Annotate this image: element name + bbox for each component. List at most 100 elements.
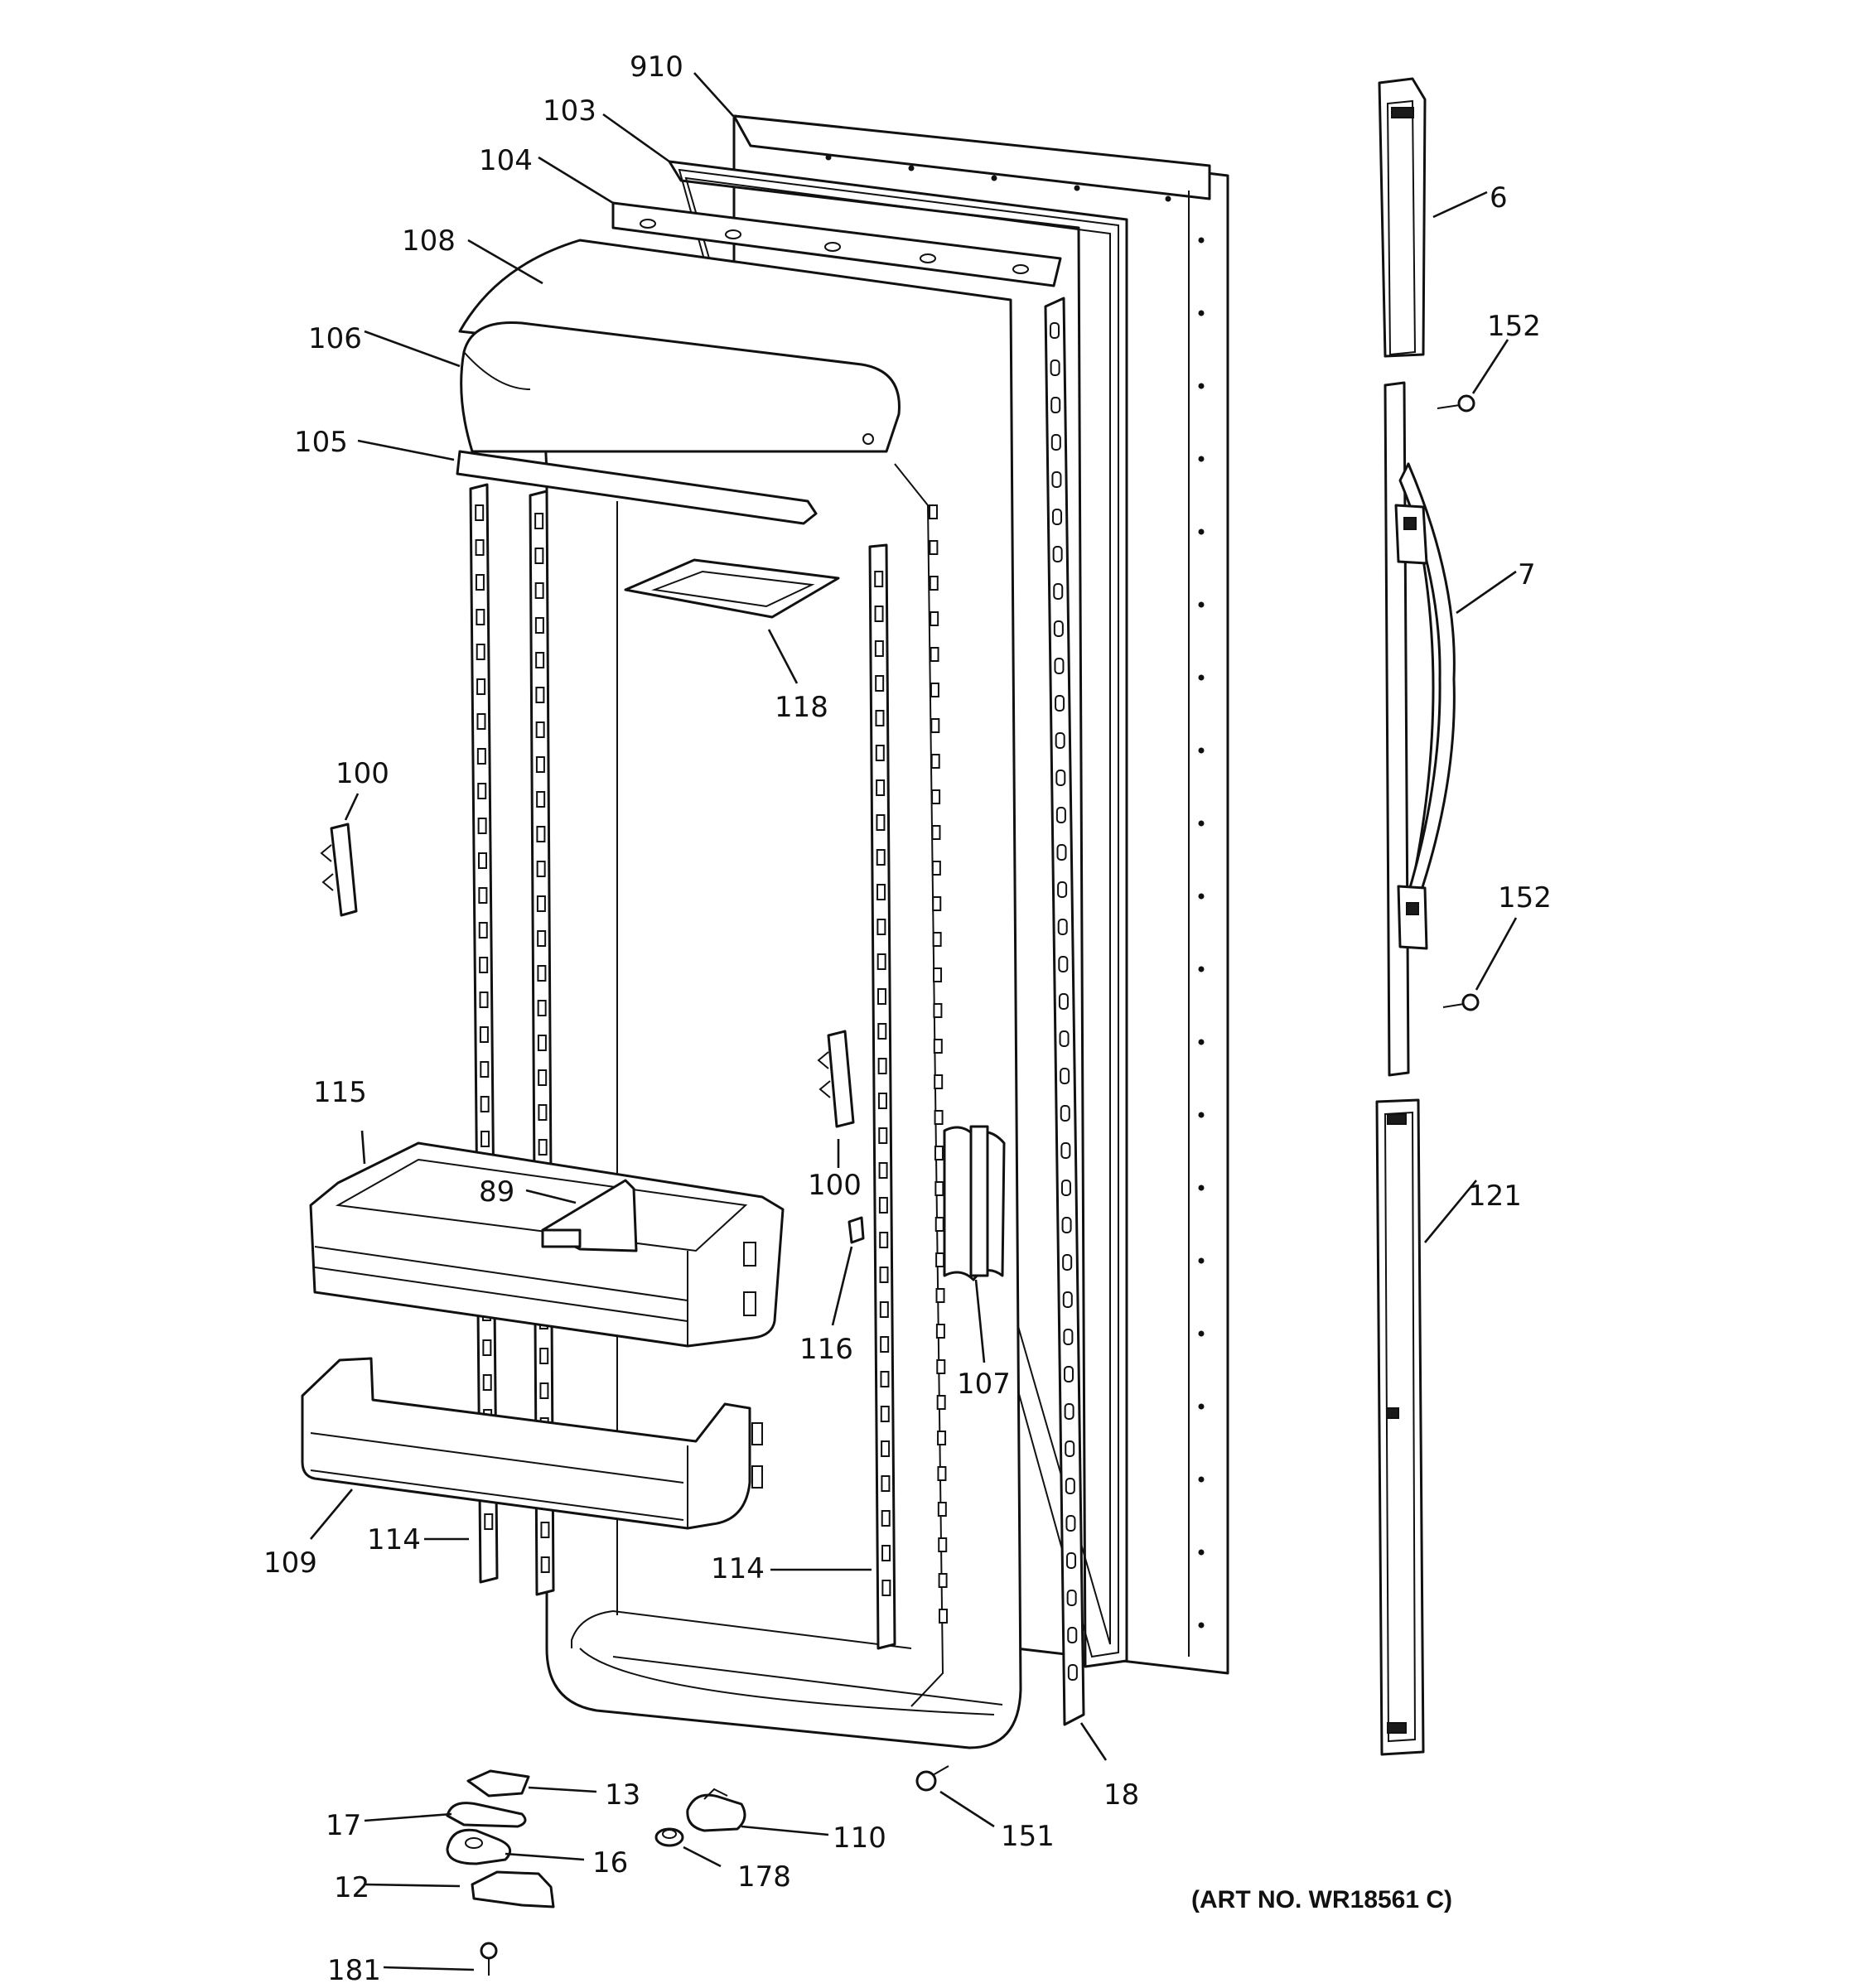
callout-181: 181 [327, 1954, 381, 1987]
rail-slot [538, 1069, 548, 1086]
door-screw [915, 1765, 949, 1792]
rail-slot [539, 1348, 549, 1364]
callout-110: 110 [833, 1822, 886, 1855]
rail-slot [475, 539, 485, 556]
rail-slot [536, 791, 546, 808]
liner-slot [932, 932, 942, 947]
rail-slot [881, 1545, 891, 1561]
panel-hole [1198, 820, 1205, 827]
callout-115: 115 [313, 1076, 367, 1109]
rail-slot [477, 783, 487, 799]
liner-slot [934, 1181, 944, 1196]
rail-slot [479, 1026, 489, 1043]
rail-slot [874, 571, 884, 587]
handle-end-cap-bottom [1375, 1098, 1425, 1756]
rail-slot [540, 1522, 550, 1538]
rail-slot [881, 1580, 891, 1596]
panel-hole [1198, 1112, 1205, 1118]
panel-hole [825, 154, 832, 161]
rail-slot [1053, 583, 1064, 600]
rail-slot [881, 1510, 891, 1527]
rail-slot [876, 814, 886, 831]
rail-slot [535, 756, 545, 773]
rail-slot [879, 1301, 889, 1318]
screw-bottom [1442, 993, 1480, 1011]
rail-slot [482, 1339, 492, 1356]
callout-17: 17 [326, 1809, 361, 1842]
rail-slot [535, 687, 545, 703]
rail-slot [876, 884, 886, 900]
liner-slot [936, 1359, 946, 1374]
liner-slot [933, 1003, 943, 1018]
rail-slot [476, 644, 485, 660]
rail-slot [476, 609, 485, 625]
callout-100-center: 100 [808, 1169, 862, 1202]
rail-slot [475, 574, 485, 591]
rail-slot [1060, 1142, 1071, 1159]
panel-hole [1198, 893, 1205, 900]
callout-labels: 910 103 104 108 106 105 118 100 100 115 … [263, 51, 1552, 1987]
rail-slot [480, 1131, 490, 1147]
shelf-rail-right [868, 543, 896, 1650]
rail-slot [881, 1440, 891, 1457]
callout-108: 108 [402, 224, 456, 258]
rail-slot [484, 1513, 494, 1530]
rail-slot [1050, 434, 1061, 451]
rail-slot [1062, 1291, 1073, 1308]
liner-slot [938, 1573, 948, 1588]
rail-slot [478, 852, 488, 869]
rail-slot [876, 779, 886, 796]
door-handle [1384, 381, 1456, 1077]
callout-6: 6 [1490, 181, 1508, 215]
rail-slot [477, 818, 487, 834]
rail-slot [479, 957, 489, 973]
panel-hole [1198, 966, 1205, 972]
rail-slot [476, 748, 486, 765]
rail-slot [1067, 1664, 1078, 1681]
panel-hole [991, 175, 997, 181]
rail-slot [534, 582, 544, 599]
callout-151: 151 [1001, 1820, 1055, 1853]
rail-slot [1055, 732, 1065, 749]
panel-hole [1198, 1185, 1205, 1191]
rail-slot [476, 713, 486, 730]
clip-left [320, 823, 358, 917]
liner-slot [934, 1110, 944, 1125]
callout-12: 12 [334, 1871, 369, 1904]
liner-slot [932, 896, 942, 911]
rail-slot [1060, 1068, 1070, 1084]
panel-hole [1198, 1039, 1205, 1045]
rail-slot [1055, 695, 1065, 712]
rail-slot [478, 887, 488, 904]
rail-slot [1060, 1105, 1070, 1122]
bin-clip [847, 1216, 865, 1244]
rail-slot [1063, 1329, 1074, 1345]
rail-slot [1065, 1515, 1076, 1532]
rail-slot [536, 895, 546, 912]
liner-slot [934, 1146, 944, 1160]
rail-slot [1062, 1254, 1073, 1271]
panel-hole [1198, 310, 1205, 316]
rail-slot [877, 1023, 887, 1040]
liner-slot [933, 967, 943, 982]
callout-13: 13 [605, 1778, 640, 1812]
panel-hole [1198, 237, 1205, 244]
liner-side-slots [929, 504, 948, 1624]
callout-103: 103 [543, 94, 596, 128]
rail-slot [537, 1000, 547, 1016]
callout-105: 105 [294, 426, 348, 459]
callout-109: 109 [263, 1546, 317, 1580]
screw-top [1437, 394, 1475, 413]
callout-18: 18 [1103, 1778, 1139, 1812]
callout-104: 104 [479, 144, 533, 177]
liner-slot [933, 1039, 943, 1054]
panel-hole [1165, 195, 1171, 202]
panel-hole [1198, 1330, 1205, 1337]
panel-hole [1198, 674, 1205, 681]
rail-slot [534, 617, 544, 634]
rail-slot [537, 930, 547, 947]
rail-slot [536, 826, 546, 842]
rail-slot [877, 1093, 887, 1109]
panel-hole [1198, 456, 1205, 462]
rail-slot [534, 548, 544, 564]
